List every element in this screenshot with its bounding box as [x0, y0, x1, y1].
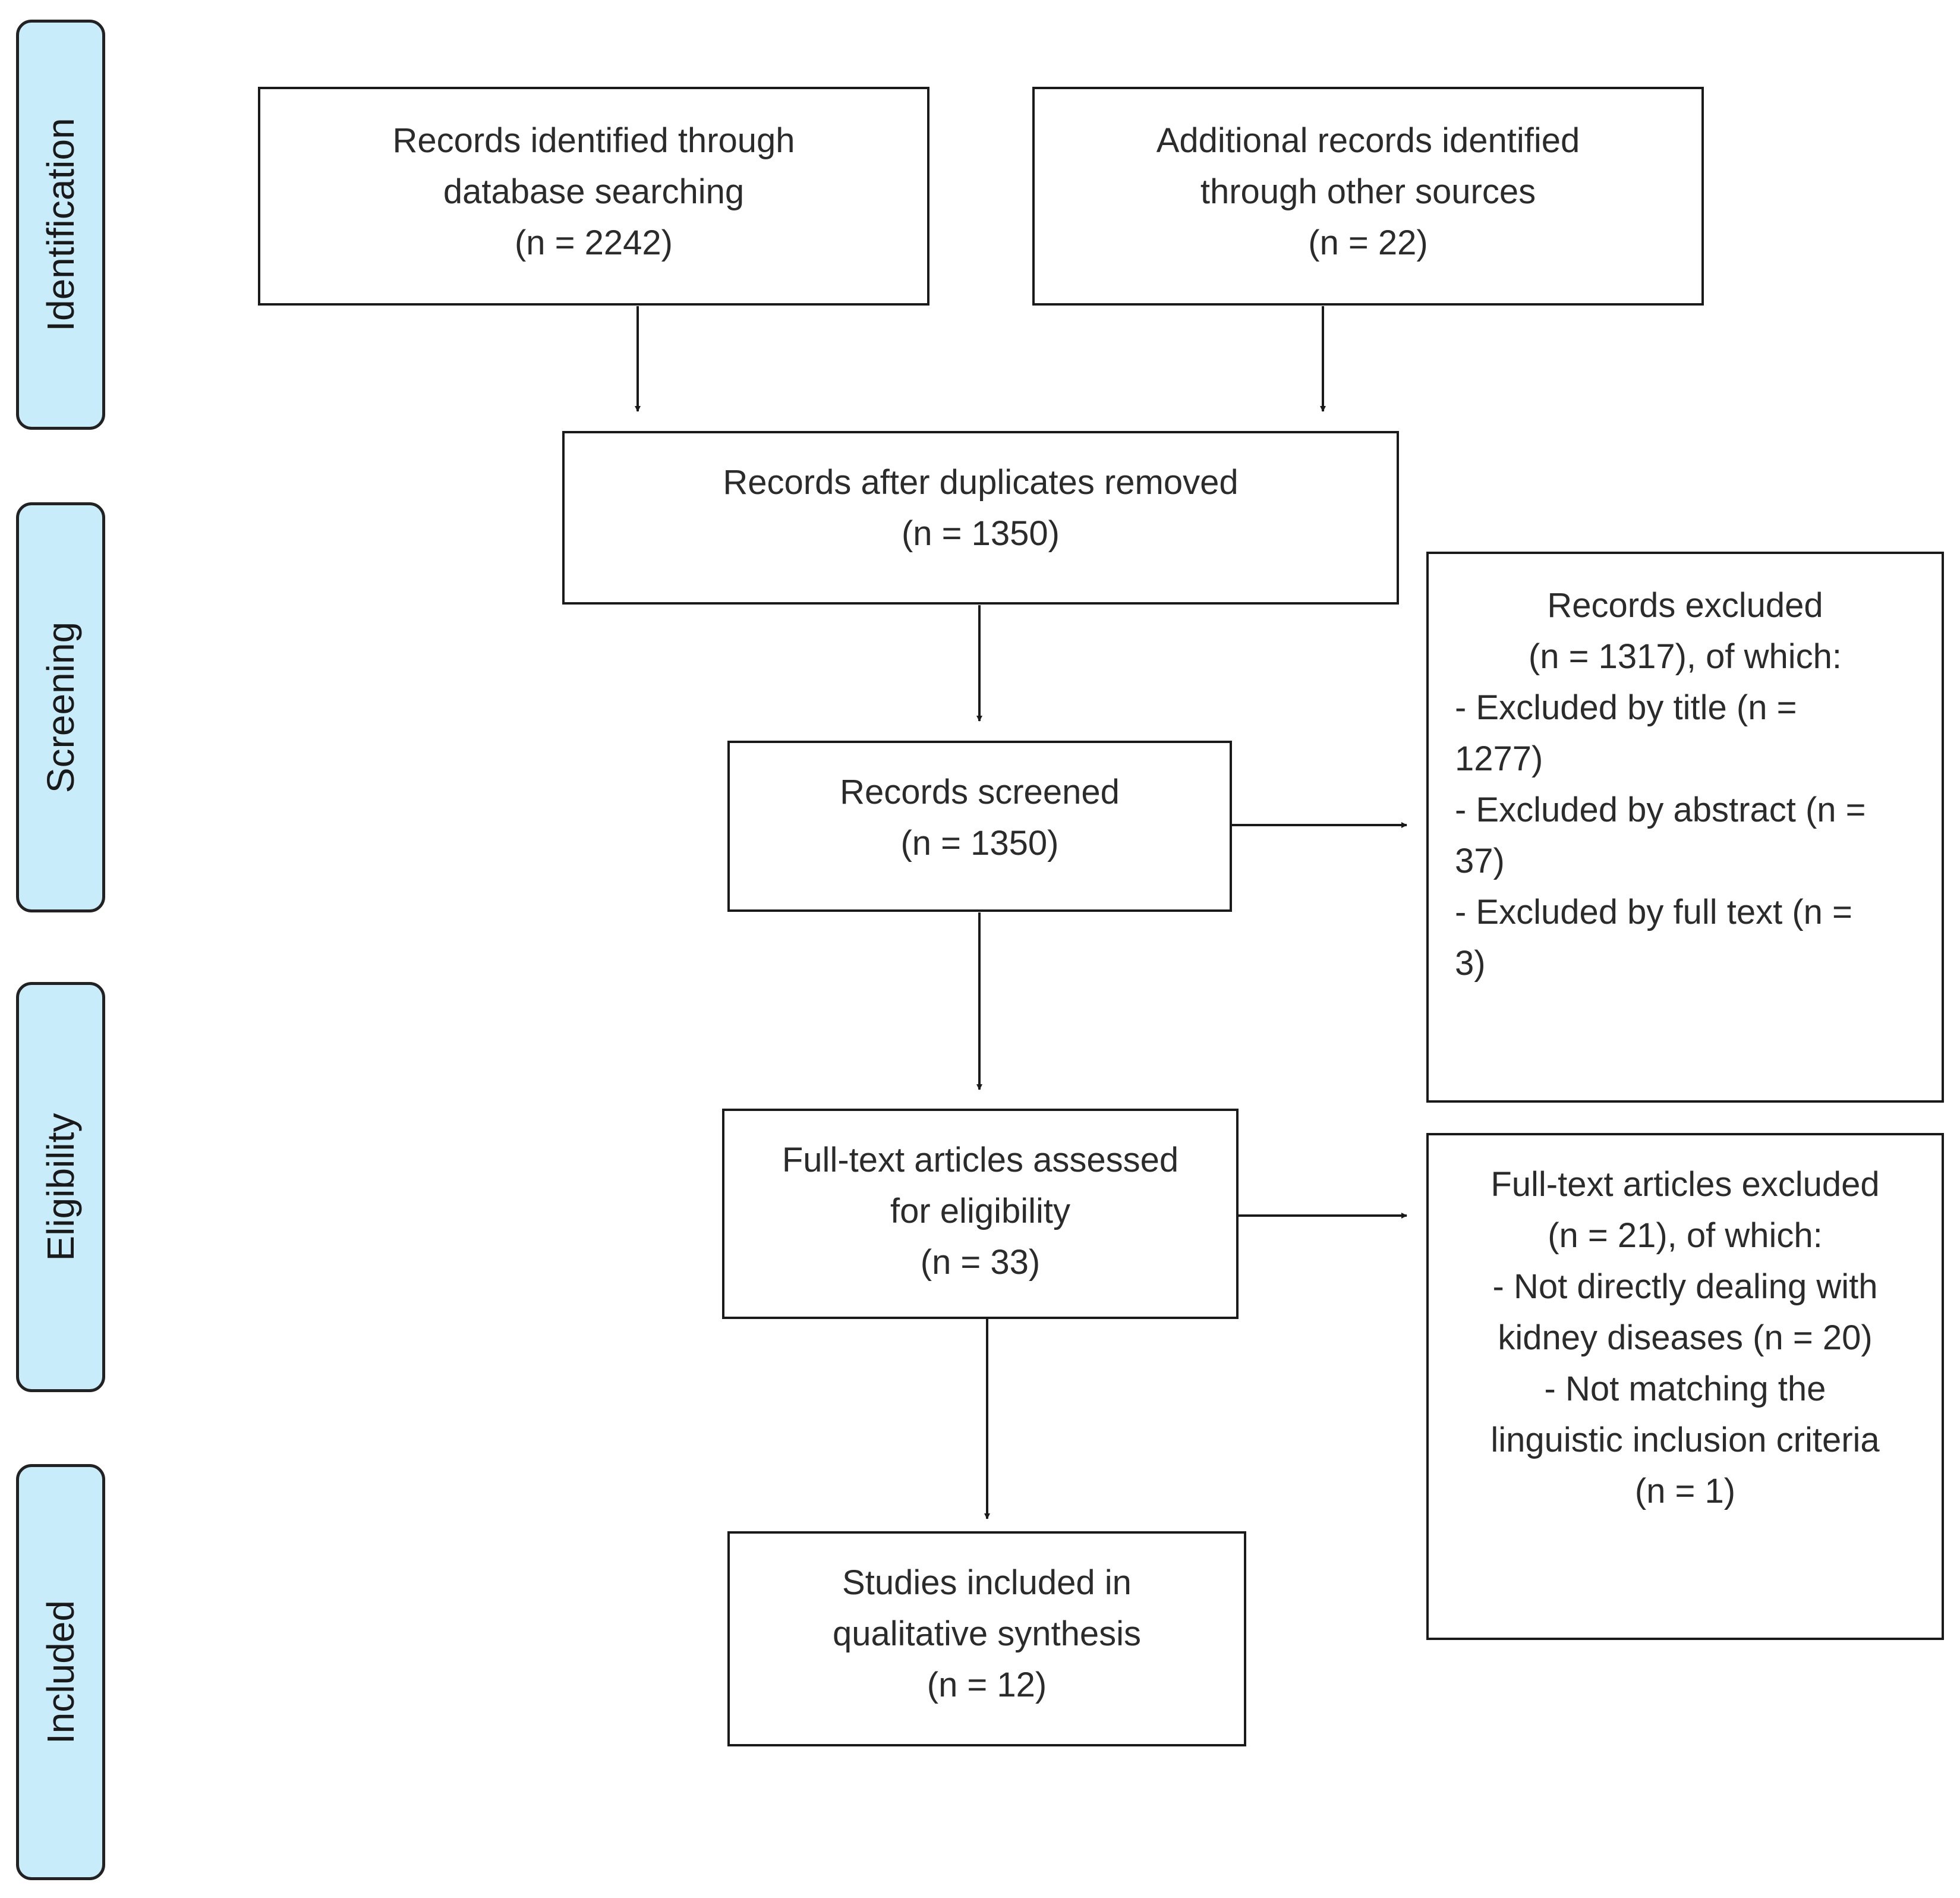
- box-line: (n = 21), of which:: [1548, 1216, 1823, 1255]
- box-line: (n = 1317), of which:: [1528, 637, 1842, 676]
- stage-tab-included: Included: [16, 1464, 105, 1880]
- box-line: Full-text articles excluded: [1491, 1165, 1880, 1204]
- box-line: Records screened: [840, 773, 1120, 811]
- box-line: (n = 1): [1634, 1472, 1736, 1510]
- box-line: - Excluded by title (n =: [1455, 688, 1797, 727]
- box-line: Full-text articles assessed: [782, 1141, 1179, 1179]
- box-line: - Not matching the: [1544, 1370, 1826, 1408]
- stage-label-screening: Screening: [39, 621, 82, 794]
- box-other-sources: Additional records identified through ot…: [1032, 87, 1704, 306]
- box-line: (n = 22): [1308, 224, 1428, 262]
- box-line: qualitative synthesis: [832, 1614, 1142, 1653]
- box-line: Records excluded: [1547, 586, 1823, 625]
- box-line: Records identified through: [392, 121, 795, 160]
- box-line: through other sources: [1200, 172, 1536, 211]
- stage-tab-screening: Screening: [16, 502, 105, 912]
- box-records-screened: Records screened (n = 1350): [727, 741, 1232, 912]
- box-line: (n = 33): [920, 1243, 1041, 1282]
- stage-label-identification: Identification: [39, 118, 82, 332]
- box-fulltext-assessed: Full-text articles assessed for eligibil…: [722, 1109, 1239, 1319]
- box-line: (n = 1350): [901, 514, 1060, 553]
- box-line: - Excluded by full text (n =: [1455, 893, 1852, 931]
- box-line: (n = 1350): [900, 824, 1059, 863]
- box-line: - Excluded by abstract (n =: [1455, 791, 1866, 829]
- box-line: linguistic inclusion criteria: [1491, 1421, 1880, 1459]
- stage-label-included: Included: [39, 1600, 82, 1744]
- box-line: Records after duplicates removed: [723, 463, 1239, 502]
- box-line: kidney diseases (n = 20): [1498, 1318, 1873, 1357]
- box-line: 37): [1455, 842, 1505, 880]
- box-fulltext-excluded: Full-text articles excluded (n = 21), of…: [1426, 1133, 1944, 1640]
- box-line: for eligibility: [890, 1192, 1070, 1230]
- box-line: database searching: [443, 172, 745, 211]
- box-line: Additional records identified: [1156, 121, 1580, 160]
- box-duplicates-removed: Records after duplicates removed (n = 13…: [562, 431, 1399, 605]
- box-line: 3): [1455, 944, 1486, 983]
- stage-tab-identification: Identification: [16, 20, 105, 430]
- box-line: - Not directly dealing with: [1492, 1267, 1878, 1306]
- box-line: (n = 12): [927, 1666, 1047, 1704]
- box-database-records: Records identified through database sear…: [258, 87, 929, 306]
- box-line: 1277): [1455, 739, 1543, 778]
- stage-label-eligibility: Eligibility: [39, 1113, 82, 1261]
- box-studies-included: Studies included in qualitative synthesi…: [727, 1531, 1246, 1746]
- box-line: Studies included in: [842, 1563, 1132, 1602]
- stage-tab-eligibility: Eligibility: [16, 982, 105, 1392]
- box-line: (n = 2242): [514, 224, 673, 262]
- box-records-excluded: Records excluded (n = 1317), of which: -…: [1426, 552, 1944, 1103]
